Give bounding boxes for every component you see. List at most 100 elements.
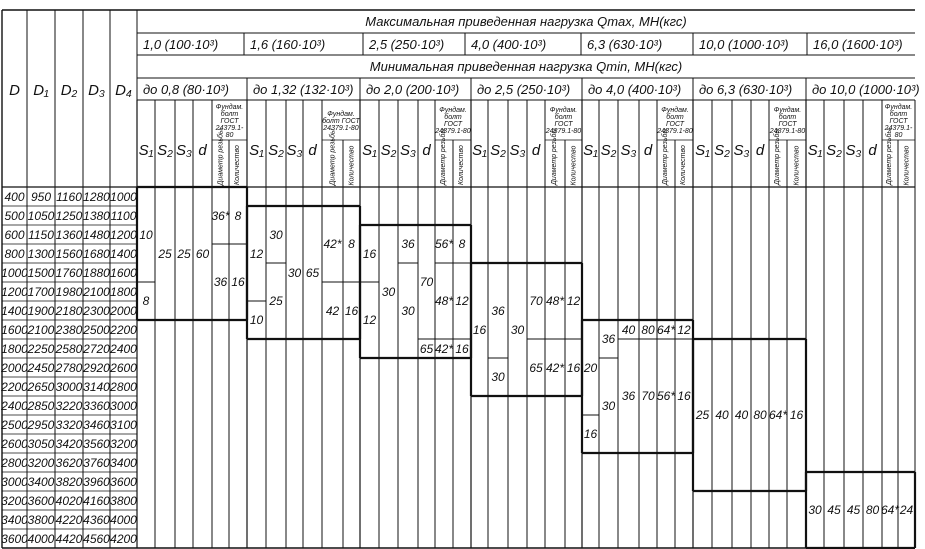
min-load-title: Минимальная приведенная нагрузка Qmin, М… — [369, 59, 683, 74]
subheader-2: S₃ — [509, 141, 526, 159]
group-1-value: 30 — [287, 265, 302, 280]
group-4-value: 36 — [601, 332, 616, 346]
row-0-col-4: 1000 — [110, 189, 137, 204]
group-3-value: 16 — [472, 322, 487, 337]
bolt-diameter-header: Диаметр резьбы — [886, 128, 893, 185]
row-17-col-4: 4000 — [110, 512, 137, 527]
row-8-col-4: 2400 — [110, 341, 137, 356]
bolt-count-header: Количество — [348, 145, 355, 185]
min-load-value-1: до 1,32 (132·10³) — [253, 81, 354, 97]
row-1-col-3: 1380 — [83, 208, 110, 223]
group-1-value: 42 — [325, 303, 340, 318]
row-18-col-0: 3600 — [1, 531, 28, 546]
row-11-col-0: 2400 — [1, 398, 28, 413]
row-12-col-3: 3460 — [83, 417, 110, 432]
row-16-col-2: 4020 — [55, 493, 83, 508]
subheader-3: d — [755, 141, 765, 159]
subheader-3: d — [198, 141, 207, 159]
row-9-col-1: 2450 — [27, 360, 55, 375]
group-3-value: 12 — [566, 294, 581, 308]
row-18-col-2: 4420 — [55, 531, 83, 546]
row-15-col-2: 3820 — [55, 474, 83, 489]
row-6-col-1: 1900 — [27, 303, 55, 318]
row-2-col-0: 600 — [4, 227, 25, 242]
min-load-value-6: до 10,0 (1000·10³) — [812, 81, 920, 97]
subheader-2: S₃ — [845, 141, 862, 159]
subheader-3: d — [868, 141, 877, 159]
group-1-value: 8 — [348, 237, 355, 251]
row-7-col-2: 2380 — [55, 322, 83, 337]
group-2-value: 56* — [434, 237, 454, 251]
subheader-0: S₁ — [472, 141, 487, 159]
row-7-col-3: 2500 — [83, 322, 110, 337]
row-6-col-3: 2300 — [83, 303, 110, 318]
bolt-header: Фундам. болт ГОСТ 24379.1-80 — [322, 110, 360, 132]
row-17-col-0: 3400 — [1, 512, 28, 527]
row-9-col-3: 2920 — [83, 360, 110, 375]
row-7-col-4: 2200 — [110, 322, 137, 337]
row-12-col-1: 2950 — [27, 417, 55, 432]
row-14-col-3: 3760 — [83, 455, 110, 470]
row-2-col-4: 1200 — [110, 227, 137, 242]
row-18-col-4: 4200 — [110, 531, 137, 546]
max-load-value-2: 2,5 (250·10³) — [369, 36, 445, 52]
group-2-value: 42* — [434, 341, 454, 356]
group-4-value: 30 — [601, 398, 616, 413]
row-9-col-0: 2000 — [1, 360, 28, 375]
group-6-value: 64* — [880, 503, 900, 517]
column-header-3: D₃ — [88, 81, 105, 99]
group-0-value: 36 — [213, 275, 228, 289]
group-6-value: 24 — [899, 503, 914, 517]
row-14-col-4: 3400 — [110, 455, 137, 470]
bolt-diameter-header: Диаметр резьбы — [662, 128, 669, 185]
group-5-value: 40 — [715, 408, 729, 422]
subheader-1: S₂ — [714, 141, 730, 159]
row-10-col-2: 3000 — [55, 379, 83, 394]
group-0-value: 8 — [234, 208, 242, 223]
row-11-col-2: 3220 — [55, 398, 83, 413]
min-load-value-5: до 6,3 (630·10³) — [699, 81, 793, 97]
group-6-value: 80 — [865, 503, 880, 517]
row-1-col-1: 1050 — [27, 208, 55, 223]
row-17-col-3: 4360 — [83, 512, 110, 527]
row-1-col-2: 1250 — [55, 208, 83, 223]
group-1-value: 12 — [249, 246, 264, 261]
row-10-col-4: 2800 — [110, 379, 137, 394]
subheader-3: d — [531, 141, 541, 159]
row-4-col-4: 1600 — [110, 265, 137, 280]
row-11-col-4: 3000 — [110, 398, 137, 413]
group-3-value: 70 — [529, 294, 543, 308]
group-2-value: 65 — [419, 341, 434, 356]
group-2-value: 12 — [455, 294, 469, 308]
row-1-col-0: 500 — [4, 208, 25, 223]
row-5-col-4: 1800 — [110, 284, 137, 299]
subheader-1: S₂ — [490, 141, 506, 159]
row-18-col-1: 4000 — [27, 531, 55, 546]
group-2-value: 48* — [434, 294, 454, 308]
row-2-col-3: 1480 — [83, 227, 110, 242]
bolt-diameter-header: Диаметр резьбы — [217, 128, 224, 185]
row-8-col-2: 2580 — [55, 341, 83, 356]
group-1-value: 25 — [269, 294, 283, 308]
row-15-col-1: 3400 — [27, 474, 55, 489]
row-9-col-4: 2600 — [110, 360, 137, 375]
group-2-value: 12 — [362, 313, 377, 327]
row-13-col-4: 3200 — [110, 436, 137, 451]
group-3-value: 36 — [491, 303, 505, 318]
row-14-col-2: 3620 — [55, 455, 83, 470]
subheader-1: S₂ — [157, 141, 173, 159]
group-6-value: 30 — [808, 503, 822, 517]
row-9-col-2: 2780 — [55, 360, 83, 375]
bolt-header: Фундам. болт ГОСТ 24379.1-80 — [435, 107, 471, 135]
bolt-diameter-header: Диаметр резьбы — [774, 128, 781, 185]
row-13-col-0: 2600 — [1, 436, 28, 451]
row-15-col-4: 3600 — [110, 474, 137, 489]
group-0-value: 36* — [211, 208, 230, 223]
row-8-col-3: 2720 — [83, 341, 110, 356]
min-load-value-0: до 0,8 (80·10³) — [143, 81, 229, 97]
row-8-col-1: 2250 — [27, 341, 55, 356]
subheader-2: S₃ — [286, 141, 303, 159]
max-load-value-4: 6,3 (630·10³) — [587, 36, 663, 52]
group-6-value: 45 — [846, 503, 861, 517]
group-2-value: 30 — [381, 284, 396, 299]
